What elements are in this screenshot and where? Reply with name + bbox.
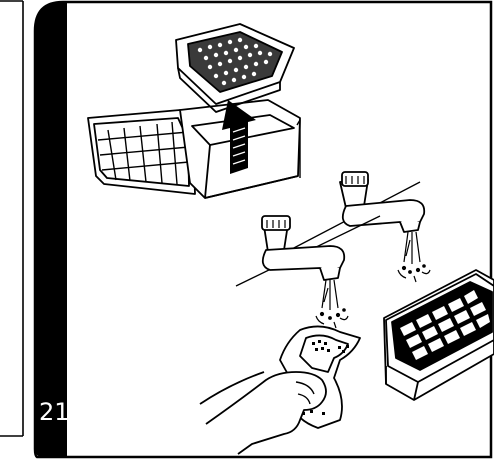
- left-panel-edge: [0, 1, 23, 436]
- step-number: 21: [39, 398, 70, 426]
- filter-box-illustration: [88, 100, 300, 198]
